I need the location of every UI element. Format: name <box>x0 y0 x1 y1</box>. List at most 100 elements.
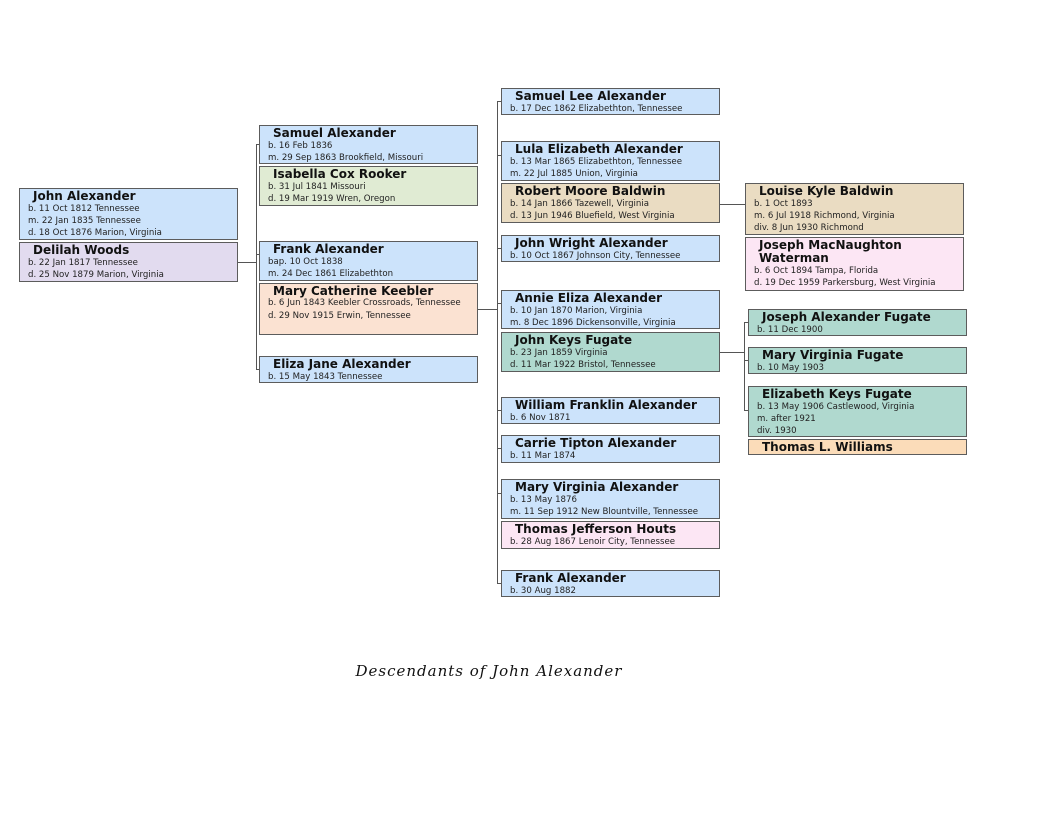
person-name: Eliza Jane Alexander <box>273 357 411 371</box>
person-detail: d. 19 Dec 1959 Parkersburg, West Virgini… <box>754 278 936 288</box>
person-name: John Wright Alexander <box>515 236 668 250</box>
person-detail: b. 22 Jan 1817 Tennessee <box>28 258 138 268</box>
person-box-mary-virginia-alexander[interactable]: Mary Virginia Alexander b. 13 May 1876 m… <box>501 479 720 519</box>
person-detail: d. 25 Nov 1879 Marion, Virginia <box>28 270 164 280</box>
person-detail: d. 18 Oct 1876 Marion, Virginia <box>28 228 162 238</box>
person-box-john-wright-alexander[interactable]: John Wright Alexander b. 10 Oct 1867 Joh… <box>501 235 720 262</box>
connector-line <box>256 254 260 255</box>
person-detail: b. 15 May 1843 Tennessee <box>268 372 383 382</box>
person-box-thomas-l-williams[interactable]: Thomas L. Williams <box>748 439 967 455</box>
person-name: Thomas Jefferson Houts <box>515 522 677 536</box>
person-name: Frank Alexander <box>515 571 626 585</box>
person-name: Thomas L. Williams <box>762 440 893 454</box>
person-detail: b. 11 Mar 1874 <box>510 451 576 461</box>
person-detail: bap. 10 Oct 1838 <box>268 257 343 267</box>
person-detail: b. 31 Jul 1841 Missouri <box>268 182 366 192</box>
person-detail: m. 22 Jul 1885 Union, Virginia <box>510 169 638 179</box>
person-detail: b. 1 Oct 1893 <box>754 199 813 209</box>
person-name: Joseph MacNaughton Waterman <box>759 238 902 265</box>
connector-line <box>256 144 260 145</box>
person-detail: b. 23 Jan 1859 Virginia <box>510 348 608 358</box>
person-name: Robert Moore Baldwin <box>515 184 666 198</box>
person-name: Joseph Alexander Fugate <box>762 310 931 324</box>
person-name: Lula Elizabeth Alexander <box>515 142 683 156</box>
person-name: Carrie Tipton Alexander <box>515 436 677 450</box>
person-detail: b. 13 Mar 1865 Elizabethton, Tennessee <box>510 157 682 167</box>
connector-line <box>719 352 745 353</box>
person-detail: m. 22 Jan 1835 Tennessee <box>28 216 141 226</box>
person-box-annie-eliza-alexander[interactable]: Annie Eliza Alexander b. 10 Jan 1870 Mar… <box>501 290 720 329</box>
person-detail: div. 1930 <box>757 426 797 436</box>
person-detail: b. 13 May 1906 Castlewood, Virginia <box>757 402 915 412</box>
connector-line <box>497 101 501 102</box>
person-name: Louise Kyle Baldwin <box>759 184 894 198</box>
connector-line <box>256 144 257 370</box>
person-name: John Keys Fugate <box>515 333 633 347</box>
connector-line <box>256 369 260 370</box>
person-detail: m. 8 Dec 1896 Dickensonville, Virginia <box>510 318 676 328</box>
connector-line <box>744 322 745 411</box>
connector-line <box>477 309 498 310</box>
person-box-joseph-macnaughton-waterman[interactable]: Joseph MacNaughton Waterman b. 6 Oct 189… <box>745 237 964 291</box>
person-box-lula-elizabeth-alexander[interactable]: Lula Elizabeth Alexander b. 13 Mar 1865 … <box>501 141 720 181</box>
connector-line <box>744 360 749 361</box>
person-name: Isabella Cox Rooker <box>273 167 407 181</box>
person-detail: d. 13 Jun 1946 Bluefield, West Virginia <box>510 211 675 221</box>
person-detail: b. 6 Nov 1871 <box>510 413 571 423</box>
person-box-samuel-alexander[interactable]: Samuel Alexander b. 16 Feb 1836 m. 29 Se… <box>259 125 478 164</box>
person-box-samuel-lee-alexander[interactable]: Samuel Lee Alexander b. 17 Dec 1862 Eliz… <box>501 88 720 115</box>
person-name: Mary Catherine Keebler <box>273 284 434 298</box>
person-box-robert-moore-baldwin[interactable]: Robert Moore Baldwin b. 14 Jan 1866 Taze… <box>501 183 720 223</box>
person-name: Annie Eliza Alexander <box>515 291 663 305</box>
person-detail: b. 17 Dec 1862 Elizabethton, Tennessee <box>510 104 683 114</box>
person-box-carrie-tipton-alexander[interactable]: Carrie Tipton Alexander b. 11 Mar 1874 <box>501 435 720 463</box>
person-name: William Franklin Alexander <box>515 398 697 412</box>
person-detail: m. after 1921 <box>757 414 816 424</box>
person-box-john-keys-fugate[interactable]: John Keys Fugate b. 23 Jan 1859 Virginia… <box>501 332 720 372</box>
person-box-mary-virginia-fugate[interactable]: Mary Virginia Fugate b. 10 May 1903 <box>748 347 967 374</box>
connector-line <box>497 155 501 156</box>
person-box-frank-alexander-1838[interactable]: Frank Alexander bap. 10 Oct 1838 m. 24 D… <box>259 241 478 281</box>
person-box-eliza-jane-alexander[interactable]: Eliza Jane Alexander b. 15 May 1843 Tenn… <box>259 356 478 383</box>
person-detail: b. 10 Jan 1870 Marion, Virginia <box>510 306 643 316</box>
person-box-mary-catherine-keebler[interactable]: Mary Catherine Keebler b. 6 Jun 1843 Kee… <box>259 283 478 335</box>
connector-line <box>497 583 501 584</box>
person-detail: d. 11 Mar 1922 Bristol, Tennessee <box>510 360 656 370</box>
person-detail: b. 28 Aug 1867 Lenoir City, Tennessee <box>510 537 676 547</box>
connector-line <box>497 248 501 249</box>
person-name: Mary Virginia Alexander <box>515 480 679 494</box>
person-detail: b. 10 May 1903 <box>757 363 824 373</box>
person-detail: m. 11 Sep 1912 New Blountville, Tennesse… <box>510 507 699 517</box>
person-detail: div. 8 Jun 1930 Richmond <box>754 223 864 233</box>
person-box-isabella-cox-rooker[interactable]: Isabella Cox Rooker b. 31 Jul 1841 Misso… <box>259 166 478 206</box>
person-box-thomas-jefferson-houts[interactable]: Thomas Jefferson Houts b. 28 Aug 1867 Le… <box>501 521 720 549</box>
person-name: Mary Virginia Fugate <box>762 348 904 362</box>
connector-line <box>497 410 501 411</box>
person-detail: b. 16 Feb 1836 <box>268 141 333 151</box>
person-name: Delilah Woods <box>33 243 130 257</box>
person-box-louise-kyle-baldwin[interactable]: Louise Kyle Baldwin b. 1 Oct 1893 m. 6 J… <box>745 183 964 235</box>
person-box-elizabeth-keys-fugate[interactable]: Elizabeth Keys Fugate b. 13 May 1906 Cas… <box>748 386 967 437</box>
connector-line <box>497 493 501 494</box>
person-box-william-franklin-alexander[interactable]: William Franklin Alexander b. 6 Nov 1871 <box>501 397 720 424</box>
person-box-delilah-woods[interactable]: Delilah Woods b. 22 Jan 1817 Tennessee d… <box>19 242 238 282</box>
person-name: Samuel Alexander <box>273 126 396 140</box>
connector-line <box>237 262 257 263</box>
person-detail: m. 29 Sep 1863 Brookfield, Missouri <box>268 153 424 163</box>
connector-line <box>744 322 749 323</box>
person-detail: b. 10 Oct 1867 Johnson City, Tennessee <box>510 251 681 261</box>
connector-line <box>744 410 749 411</box>
person-name: Samuel Lee Alexander <box>515 89 666 103</box>
person-detail: b. 6 Oct 1894 Tampa, Florida <box>754 266 879 276</box>
person-name: John Alexander <box>33 189 136 203</box>
person-detail: b. 30 Aug 1882 <box>510 586 576 596</box>
person-box-frank-alexander-1882[interactable]: Frank Alexander b. 30 Aug 1882 <box>501 570 720 597</box>
person-name: Elizabeth Keys Fugate <box>762 387 912 401</box>
person-box-joseph-alexander-fugate[interactable]: Joseph Alexander Fugate b. 11 Dec 1900 <box>748 309 967 336</box>
person-detail: b. 11 Dec 1900 <box>757 325 823 335</box>
person-detail: b. 13 May 1876 <box>510 495 577 505</box>
person-detail: d. 29 Nov 1915 Erwin, Tennessee <box>268 310 411 321</box>
person-box-john-alexander[interactable]: John Alexander b. 11 Oct 1812 Tennessee … <box>19 188 238 240</box>
person-detail: d. 19 Mar 1919 Wren, Oregon <box>268 194 396 204</box>
person-detail: m. 24 Dec 1861 Elizabethton <box>268 269 394 279</box>
